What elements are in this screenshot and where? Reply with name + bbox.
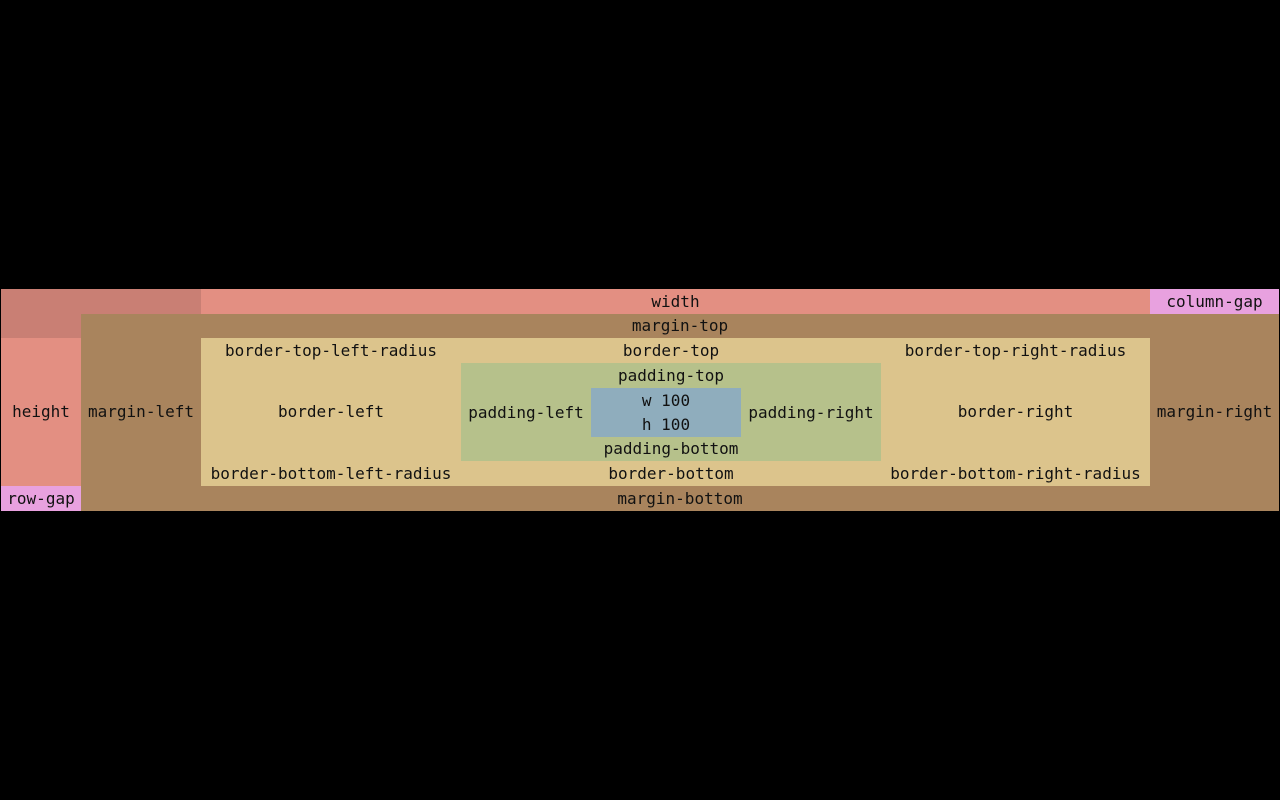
width-label: width bbox=[201, 289, 1150, 314]
border-bottom-left-radius-label: border-bottom-left-radius bbox=[201, 461, 461, 486]
margin-top-label: margin-top bbox=[81, 314, 1279, 338]
border-top-left-radius-label: border-top-left-radius bbox=[201, 338, 461, 363]
margin-left-label: margin-left bbox=[81, 338, 201, 486]
padding-right-label: padding-right bbox=[741, 388, 881, 437]
height-label: height bbox=[1, 338, 81, 486]
border-right-label: border-right bbox=[881, 363, 1150, 461]
border-top-right-radius-label: border-top-right-radius bbox=[881, 338, 1150, 363]
content-width-value: w 100 bbox=[641, 390, 691, 410]
border-bottom-label: border-bottom bbox=[461, 461, 881, 486]
column-gap-label: column-gap bbox=[1150, 289, 1279, 314]
margin-bottom-label: margin-bottom bbox=[81, 486, 1279, 511]
border-top-label: border-top bbox=[461, 338, 881, 363]
padding-left-label: padding-left bbox=[461, 388, 591, 437]
margin-right-label: margin-right bbox=[1150, 338, 1279, 486]
padding-bottom-label: padding-bottom bbox=[461, 437, 881, 461]
corner-cell bbox=[1, 289, 201, 314]
row-gap-label: row-gap bbox=[1, 486, 81, 511]
corner-cell-left bbox=[1, 314, 81, 338]
content-box: w 100 h 100 bbox=[591, 388, 741, 437]
border-bottom-right-radius-label: border-bottom-right-radius bbox=[881, 461, 1150, 486]
content-height-value: h 100 bbox=[641, 414, 691, 434]
border-left-label: border-left bbox=[201, 363, 461, 461]
padding-top-label: padding-top bbox=[461, 363, 881, 388]
